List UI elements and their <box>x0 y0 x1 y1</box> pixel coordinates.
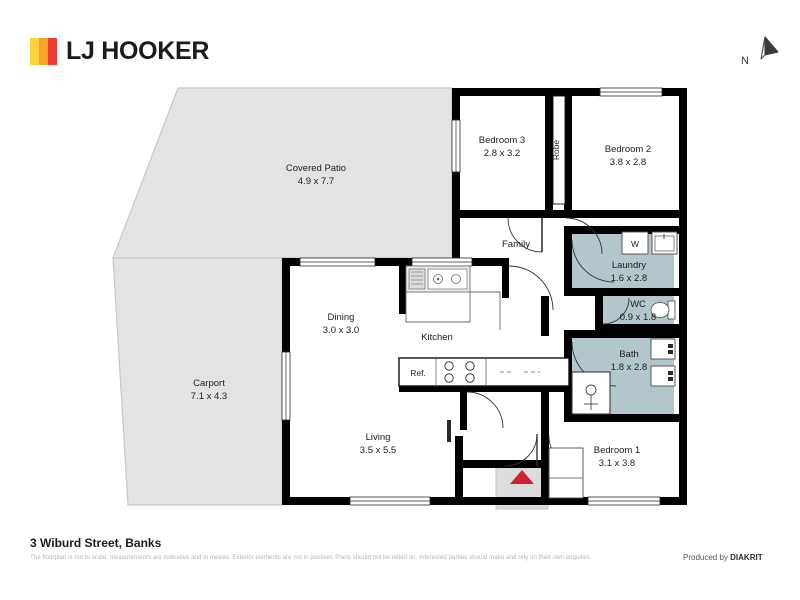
north-arrow-icon: N <box>739 33 787 77</box>
property-address: 3 Wiburd Street, Banks <box>30 536 162 550</box>
washer-label: W <box>631 239 639 249</box>
bedroom-3-dim: 2.8 x 3.2 <box>484 148 520 159</box>
room-label-covered-patio: Covered Patio 4.9 x 7.7 <box>286 163 346 187</box>
windows <box>281 87 663 506</box>
room-label-carport: Carport 7.1 x 4.3 <box>191 378 227 402</box>
living-name: Living <box>366 432 391 443</box>
producer-name: DIAKRIT <box>730 553 763 562</box>
laundry-name: Laundry <box>612 260 647 271</box>
room-label-bedroom-2: Bedroom 2 3.8 x 2.8 <box>605 144 651 168</box>
carport-dim: 7.1 x 4.3 <box>191 391 227 402</box>
kitchen-sink-icon <box>427 268 468 290</box>
room-label-bedroom-3: Bedroom 3 2.8 x 3.2 <box>479 135 525 159</box>
carport-name: Carport <box>193 378 225 389</box>
producer-credit: Produced by DIAKRIT <box>683 553 763 562</box>
compass-label-n: N <box>741 55 749 67</box>
room-label-laundry: Laundry 1.6 x 2.8 <box>611 260 647 284</box>
fixtures: Ref. W <box>398 231 678 499</box>
brand-header: LJ HOOKER <box>30 38 209 65</box>
bedroom-1-name: Bedroom 1 <box>594 445 640 456</box>
refrigerator-label: Ref. <box>410 368 426 378</box>
covered-patio-name: Covered Patio <box>286 163 346 174</box>
bedroom-2-name: Bedroom 2 <box>605 144 651 155</box>
room-label-wc: WC 0.9 x 1.8 <box>620 299 656 323</box>
bath-name: Bath <box>619 349 639 360</box>
dining-dim: 3.0 x 3.0 <box>323 325 359 336</box>
room-labels: Covered Patio 4.9 x 7.7 Carport 7.1 x 4.… <box>191 135 656 469</box>
laundry-dim: 1.6 x 2.8 <box>611 273 647 284</box>
family-name: Family <box>502 239 530 250</box>
bath-dim: 1.8 x 2.8 <box>611 362 647 373</box>
appliance-row <box>398 357 570 387</box>
wc-dim: 0.9 x 1.8 <box>620 312 656 323</box>
entry-direction-marker <box>510 470 534 484</box>
wc-name: WC <box>630 299 646 310</box>
kitchen-name: Kitchen <box>421 332 453 343</box>
room-label-dining: Dining 3.0 x 3.0 <box>323 312 359 336</box>
living-dim: 3.5 x 5.5 <box>360 445 396 456</box>
cooktop-burners-icon <box>444 361 475 383</box>
laundry-tub-icon <box>651 231 678 255</box>
outdoor-areas <box>112 87 453 506</box>
cooktop-icon <box>408 268 426 290</box>
bedroom-3-name: Bedroom 3 <box>479 135 525 146</box>
brand-name: LJ HOOKER <box>66 37 210 65</box>
carport-area <box>113 258 282 505</box>
covered-patio-dim: 4.9 x 7.7 <box>298 176 334 187</box>
vanity-basin-icon <box>650 338 676 387</box>
legal-disclaimer: The floorplan is not to scale, measureme… <box>30 554 592 561</box>
bedroom-1-dim: 3.1 x 3.8 <box>599 458 635 469</box>
toilet-icon <box>650 300 676 320</box>
room-label-bedroom-1: Bedroom 1 3.1 x 3.8 <box>594 445 640 469</box>
lj-hooker-bars-icon <box>30 38 57 65</box>
producer-prefix: Produced by <box>683 553 731 562</box>
dining-name: Dining <box>328 312 355 323</box>
shower-icon <box>571 371 611 415</box>
robe-name: Robe <box>551 140 561 161</box>
room-label-living: Living 3.5 x 5.5 <box>360 432 396 456</box>
room-label-bath: Bath 1.8 x 2.8 <box>611 349 647 373</box>
bedroom-2-dim: 3.8 x 2.8 <box>610 157 646 168</box>
